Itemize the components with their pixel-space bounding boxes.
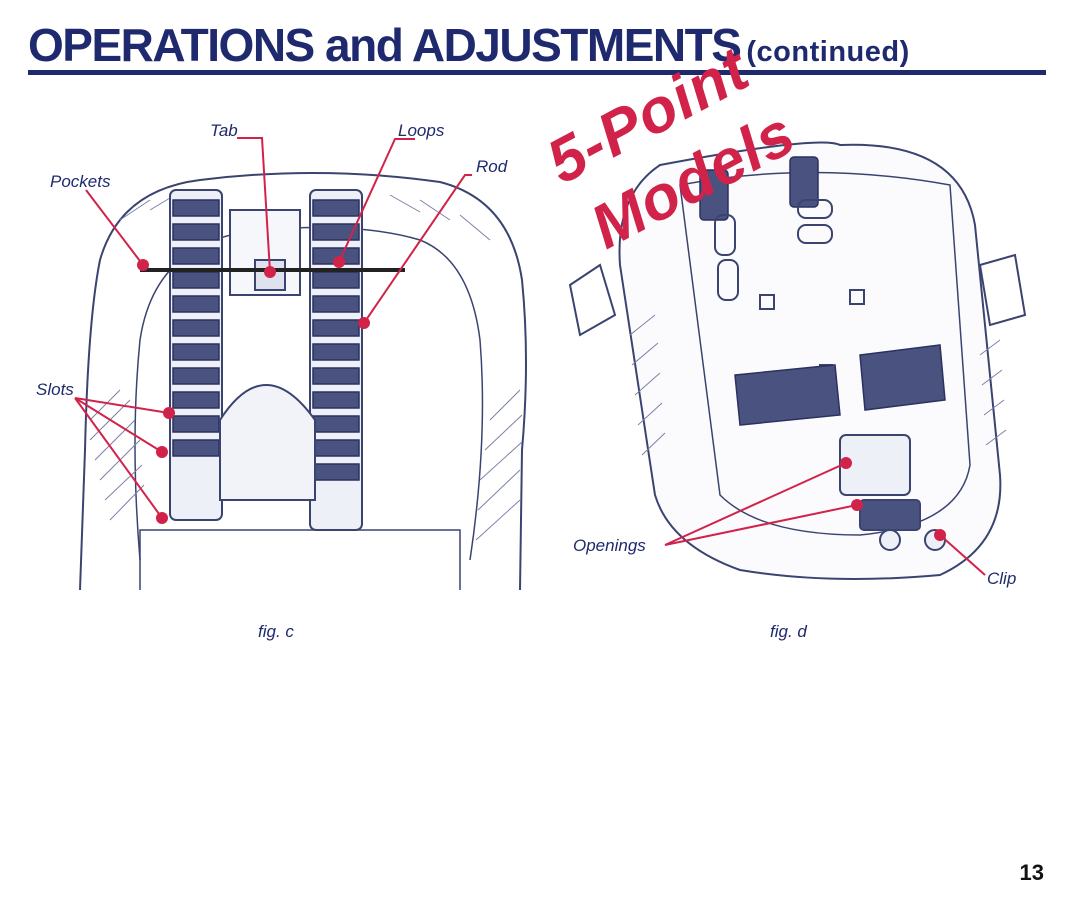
page-number: 13 [1019,860,1044,885]
openings-leader-1 [664,462,847,546]
title-main: OPERATIONS and ADJUSTMENTS [28,19,742,71]
figure-c-illustration [79,172,527,591]
label-rod: Rod [476,157,508,176]
figure-d-illustration [568,141,1027,580]
title-rule [28,70,1046,75]
loops-leader [338,138,415,263]
label-tab: Tab [210,121,238,140]
tab-dot [264,266,276,278]
seat-shell-outline [79,172,527,591]
rod-leader [363,174,472,324]
pockets-dot [137,259,149,271]
crotch-plate [219,384,316,501]
caption-fig-c: fig. c [258,622,294,641]
slots-dot-3 [156,512,168,524]
caption-fig-d: fig. d [770,622,807,641]
label-pockets: Pockets [50,172,111,191]
openings-dot-2 [851,499,863,511]
clip-leader [939,534,986,576]
slots-leader-2 [74,397,163,453]
slots-leader-1 [74,397,170,414]
slots-dot-2 [156,446,168,458]
slots-dot-1 [163,407,175,419]
label-clip: Clip [987,569,1017,588]
pockets-leader [85,189,144,266]
label-loops: Loops [398,121,445,140]
slots-leader-3 [74,397,163,519]
openings-leader-2 [664,504,858,546]
openings-dot-1 [840,457,852,469]
page-title: OPERATIONS and ADJUSTMENTS(continued) [28,22,910,68]
rod-dot [358,317,370,329]
label-openings: Openings [573,536,646,555]
tab-leader [237,137,271,273]
label-slots: Slots [36,380,74,399]
clip-dot [934,529,946,541]
title-suffix: (continued) [746,36,910,68]
loops-dot [333,256,345,268]
